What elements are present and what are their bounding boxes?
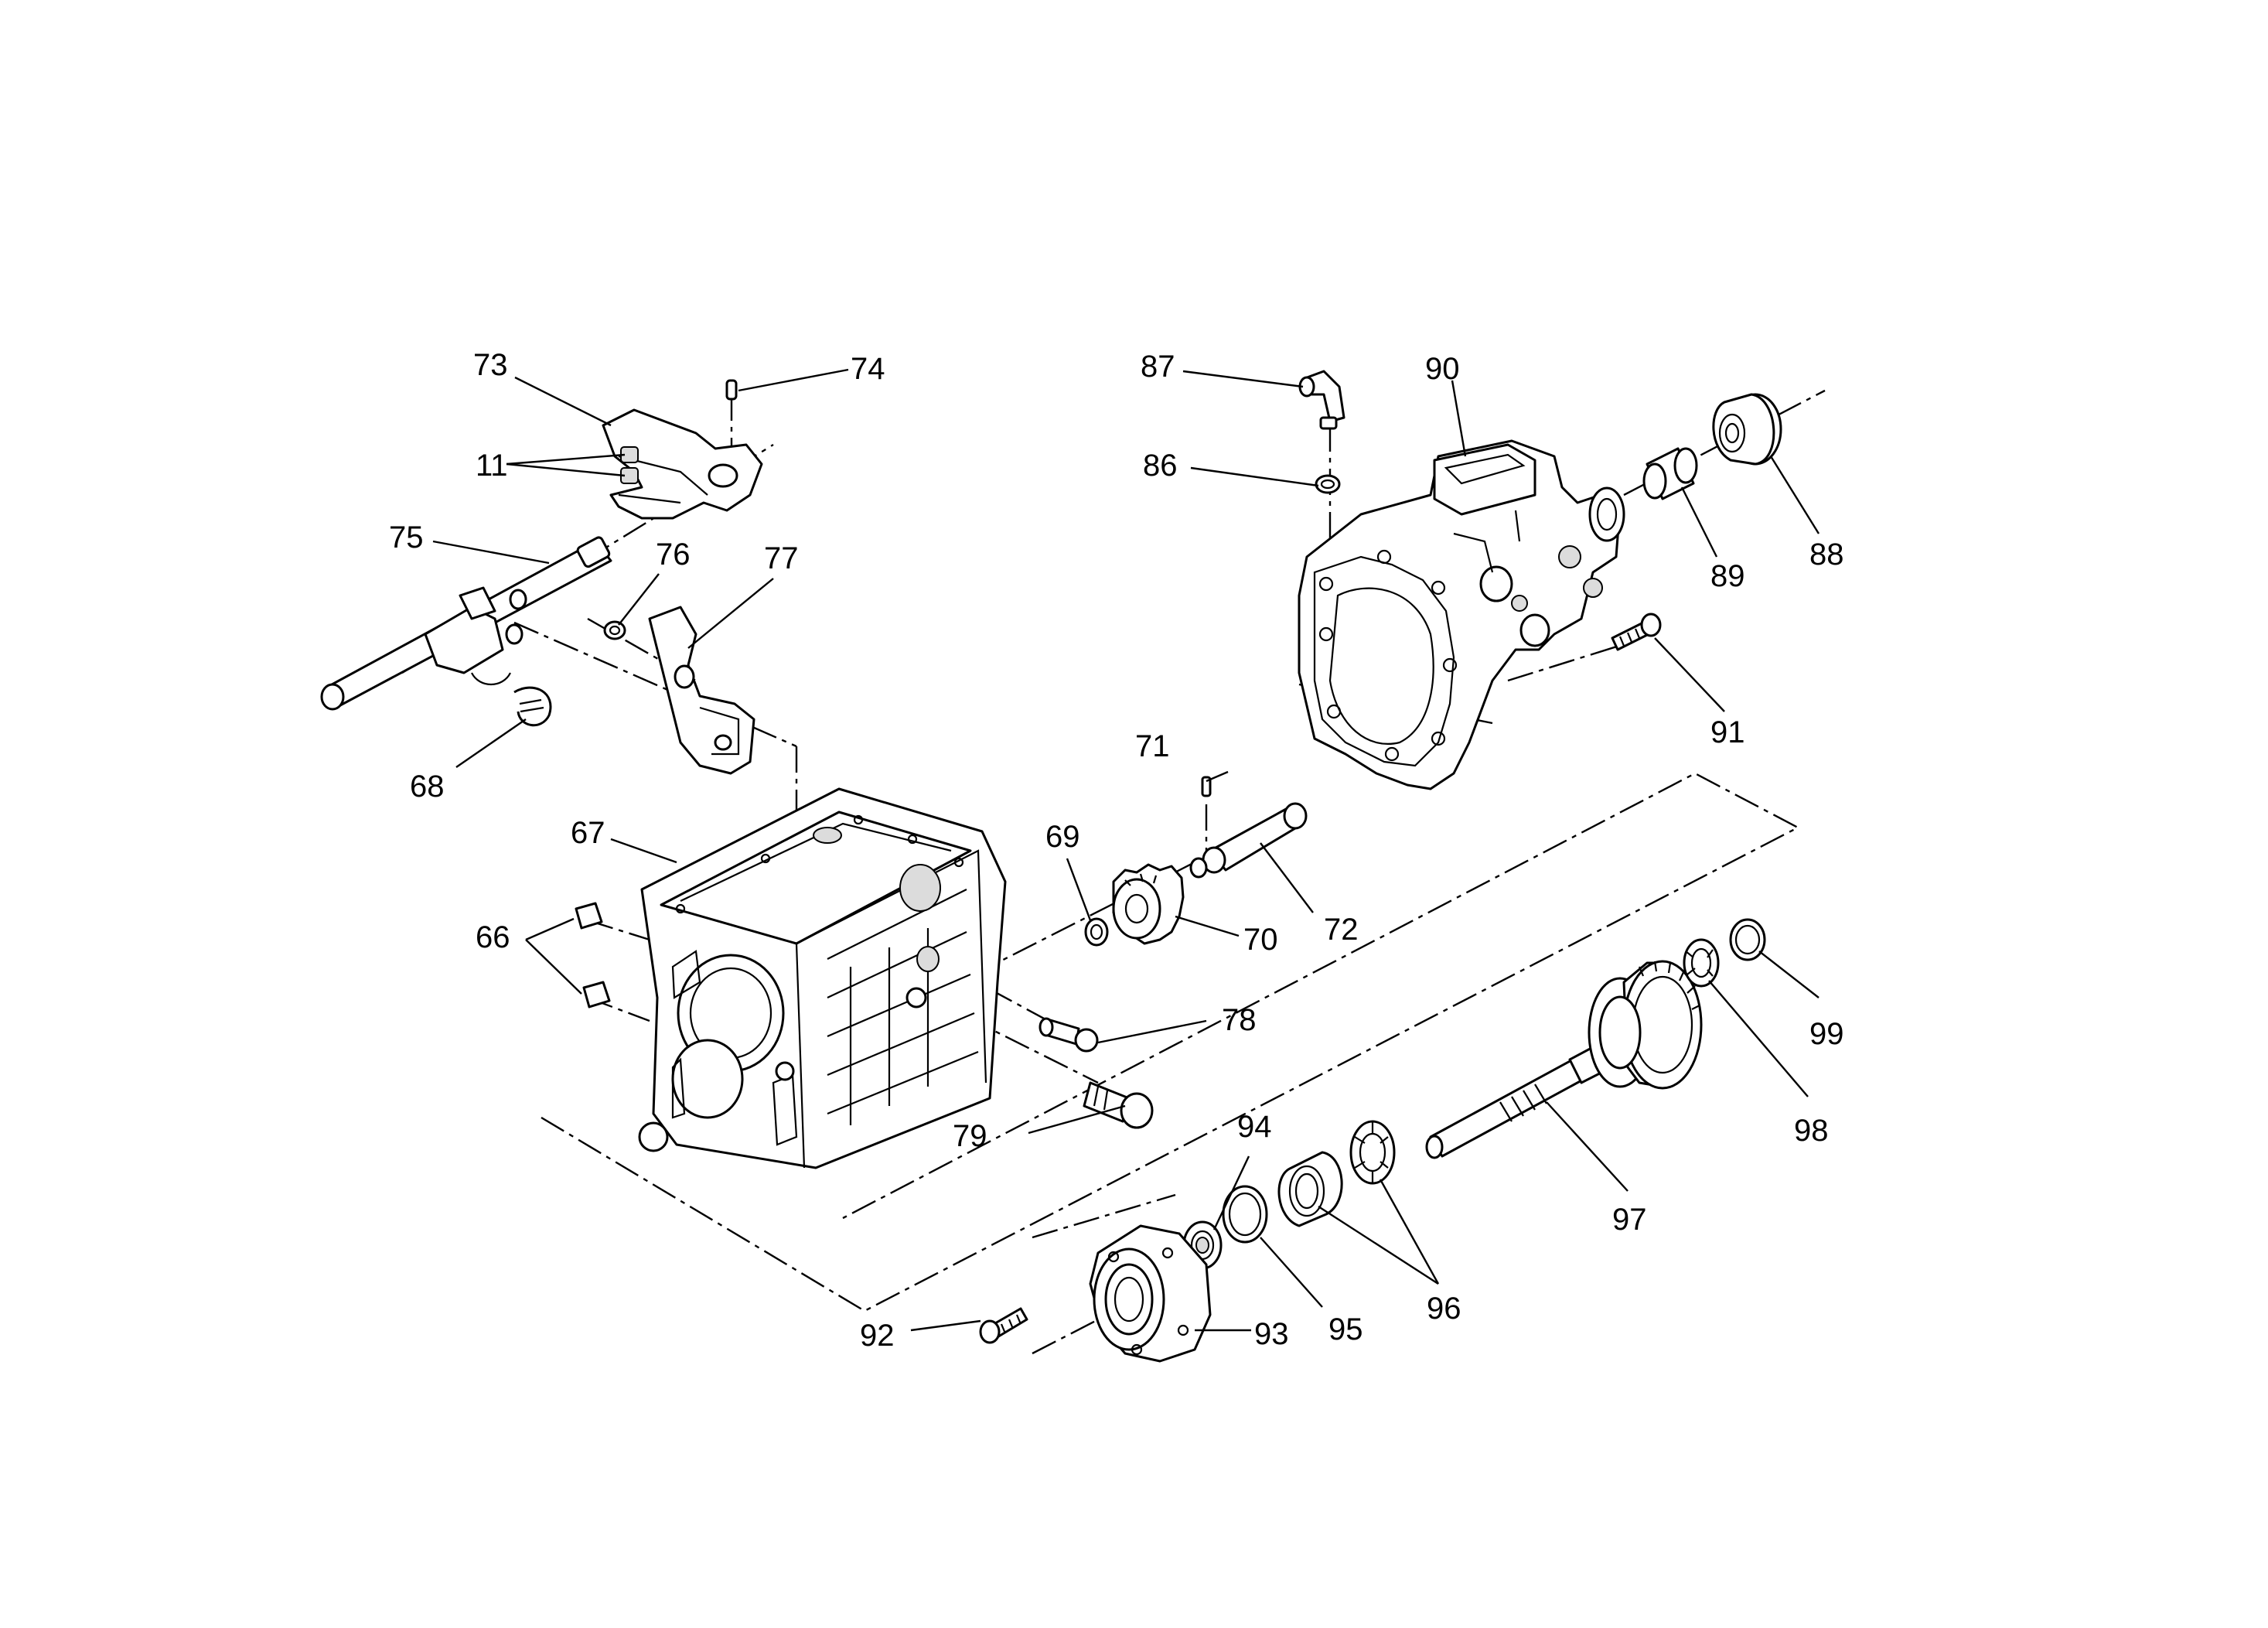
- front-bearing-retainer: [1089, 1224, 1212, 1363]
- callout-71: 71: [1135, 729, 1170, 763]
- shift-fork-upper: [602, 408, 763, 520]
- callout-74: 74: [851, 352, 885, 386]
- retaining-ring-76: [603, 620, 626, 640]
- adapter-housing: [1298, 439, 1625, 790]
- bearing-98: [1683, 938, 1720, 988]
- callout-89: 89: [1710, 559, 1745, 593]
- callout-66: 66: [476, 920, 510, 954]
- bolt-92: [979, 1307, 1028, 1344]
- callout-11: 11: [476, 449, 508, 483]
- callouts: 73 74 11 75 76 77 68 67 66 71 69 72 70 7…: [389, 348, 1844, 1353]
- bolt-91: [1611, 613, 1662, 651]
- callout-98: 98: [1794, 1114, 1829, 1148]
- ring-95: [1222, 1185, 1268, 1244]
- washer-86: [1315, 474, 1341, 494]
- idler-gear: [1112, 863, 1185, 945]
- roll-pin-74: [725, 379, 738, 401]
- callout-95: 95: [1328, 1312, 1363, 1346]
- thrust-washer-69: [1084, 917, 1109, 947]
- bushing-89: [1642, 447, 1698, 500]
- shift-rail: [320, 536, 612, 711]
- callout-72: 72: [1324, 913, 1359, 947]
- bolt-78: [1039, 1017, 1099, 1053]
- callout-70: 70: [1243, 923, 1278, 957]
- snap-ring-99: [1729, 918, 1766, 961]
- callout-88: 88: [1809, 538, 1844, 572]
- callout-73: 73: [473, 348, 508, 382]
- shift-fork-lower: [648, 606, 755, 775]
- countershaft: [1425, 960, 1703, 1159]
- fill-plugs: [575, 902, 611, 1009]
- oil-seal-88: [1712, 393, 1782, 466]
- callout-91: 91: [1710, 715, 1745, 749]
- idler-shaft: [1189, 802, 1308, 879]
- roll-pin-71: [1201, 776, 1212, 797]
- leader-lines: [432, 368, 1820, 1332]
- callout-77: 77: [764, 541, 799, 575]
- callout-99: 99: [1809, 1017, 1844, 1051]
- transmission-case: [638, 787, 1007, 1169]
- callout-78: 78: [1222, 1003, 1257, 1037]
- callout-86: 86: [1143, 449, 1178, 483]
- callout-96: 96: [1427, 1292, 1461, 1326]
- callout-67: 67: [571, 816, 605, 850]
- breather-vent: [1298, 370, 1345, 430]
- callout-69: 69: [1045, 820, 1080, 854]
- callout-92: 92: [860, 1319, 895, 1353]
- callout-79: 79: [953, 1119, 987, 1153]
- switch-79: [1083, 1081, 1154, 1129]
- bearing-96: [1277, 1120, 1396, 1227]
- callout-97: 97: [1612, 1203, 1647, 1237]
- callout-75: 75: [389, 520, 424, 555]
- callout-68: 68: [410, 770, 445, 804]
- callout-90: 90: [1425, 352, 1460, 386]
- detent-clip: [513, 686, 552, 727]
- callout-93: 93: [1254, 1317, 1289, 1351]
- callout-94: 94: [1237, 1110, 1272, 1144]
- callout-76: 76: [656, 538, 691, 572]
- callout-87: 87: [1141, 350, 1175, 384]
